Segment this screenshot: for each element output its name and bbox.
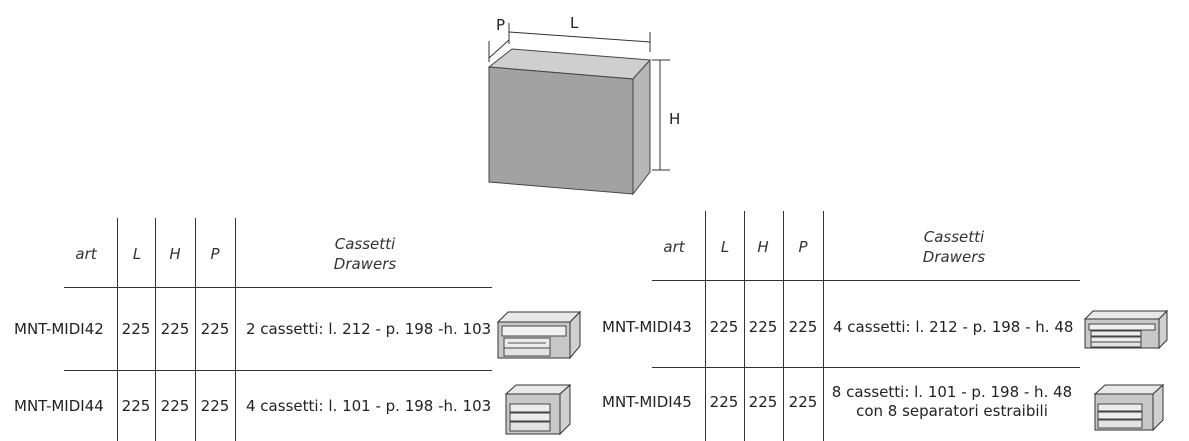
- dim-h: 225: [748, 318, 778, 336]
- drawer-unit-image: [1093, 383, 1165, 432]
- header-h: H: [757, 238, 769, 256]
- drawer-unit-image: [496, 310, 582, 360]
- header-art: art: [663, 238, 685, 256]
- drawer-description: 2 cassetti: l. 212 - p. 198 -h. 103: [246, 320, 492, 338]
- drawer-description-line1: 8 cassetti: l. 101 - p. 198 - h. 48: [831, 383, 1073, 401]
- art-code: MNT-MIDI45: [602, 393, 692, 411]
- drawer-description-line2: con 8 separatori estraibili: [856, 402, 1048, 420]
- dim-l: 225: [121, 397, 151, 415]
- header-drawers-en: Drawers: [333, 255, 397, 273]
- art-code: MNT-MIDI43: [602, 318, 692, 336]
- dim-l: 225: [121, 320, 151, 338]
- header-drawers-en: Drawers: [922, 248, 986, 266]
- art-code: MNT-MIDI44: [14, 397, 104, 415]
- header-drawers-it: Cassetti: [334, 235, 396, 253]
- header-l: L: [720, 238, 730, 256]
- art-code: MNT-MIDI42: [14, 320, 104, 338]
- dim-h: 225: [160, 397, 190, 415]
- drawer-description: 4 cassetti: l. 101 - p. 198 -h. 103: [246, 397, 492, 415]
- header-drawers-it: Cassetti: [923, 228, 985, 246]
- dim-h: 225: [748, 393, 778, 411]
- header-art: art: [75, 245, 97, 263]
- header-p: P: [210, 245, 220, 263]
- dim-p: 225: [200, 397, 230, 415]
- header-h: H: [169, 245, 181, 263]
- drawer-description: 4 cassetti: l. 212 - p. 198 - h. 48: [833, 318, 1074, 336]
- dim-h: 225: [160, 320, 190, 338]
- cube-p-label: P: [496, 16, 506, 34]
- dim-l: 225: [709, 318, 739, 336]
- dim-l: 225: [709, 393, 739, 411]
- dim-p: 225: [788, 393, 818, 411]
- cube-l-label: L: [570, 14, 579, 32]
- header-p: P: [798, 238, 808, 256]
- drawer-unit-image: [1083, 309, 1169, 350]
- drawer-description: 8 cassetti: l. 101 - p. 198 - h. 48 con …: [828, 383, 1076, 421]
- dim-p: 225: [200, 320, 230, 338]
- drawer-unit-image: [504, 383, 572, 436]
- header-l: L: [132, 245, 142, 263]
- dim-p: 225: [788, 318, 818, 336]
- dimension-cube-diagram: [487, 23, 670, 196]
- cube-h-label: H: [669, 110, 681, 128]
